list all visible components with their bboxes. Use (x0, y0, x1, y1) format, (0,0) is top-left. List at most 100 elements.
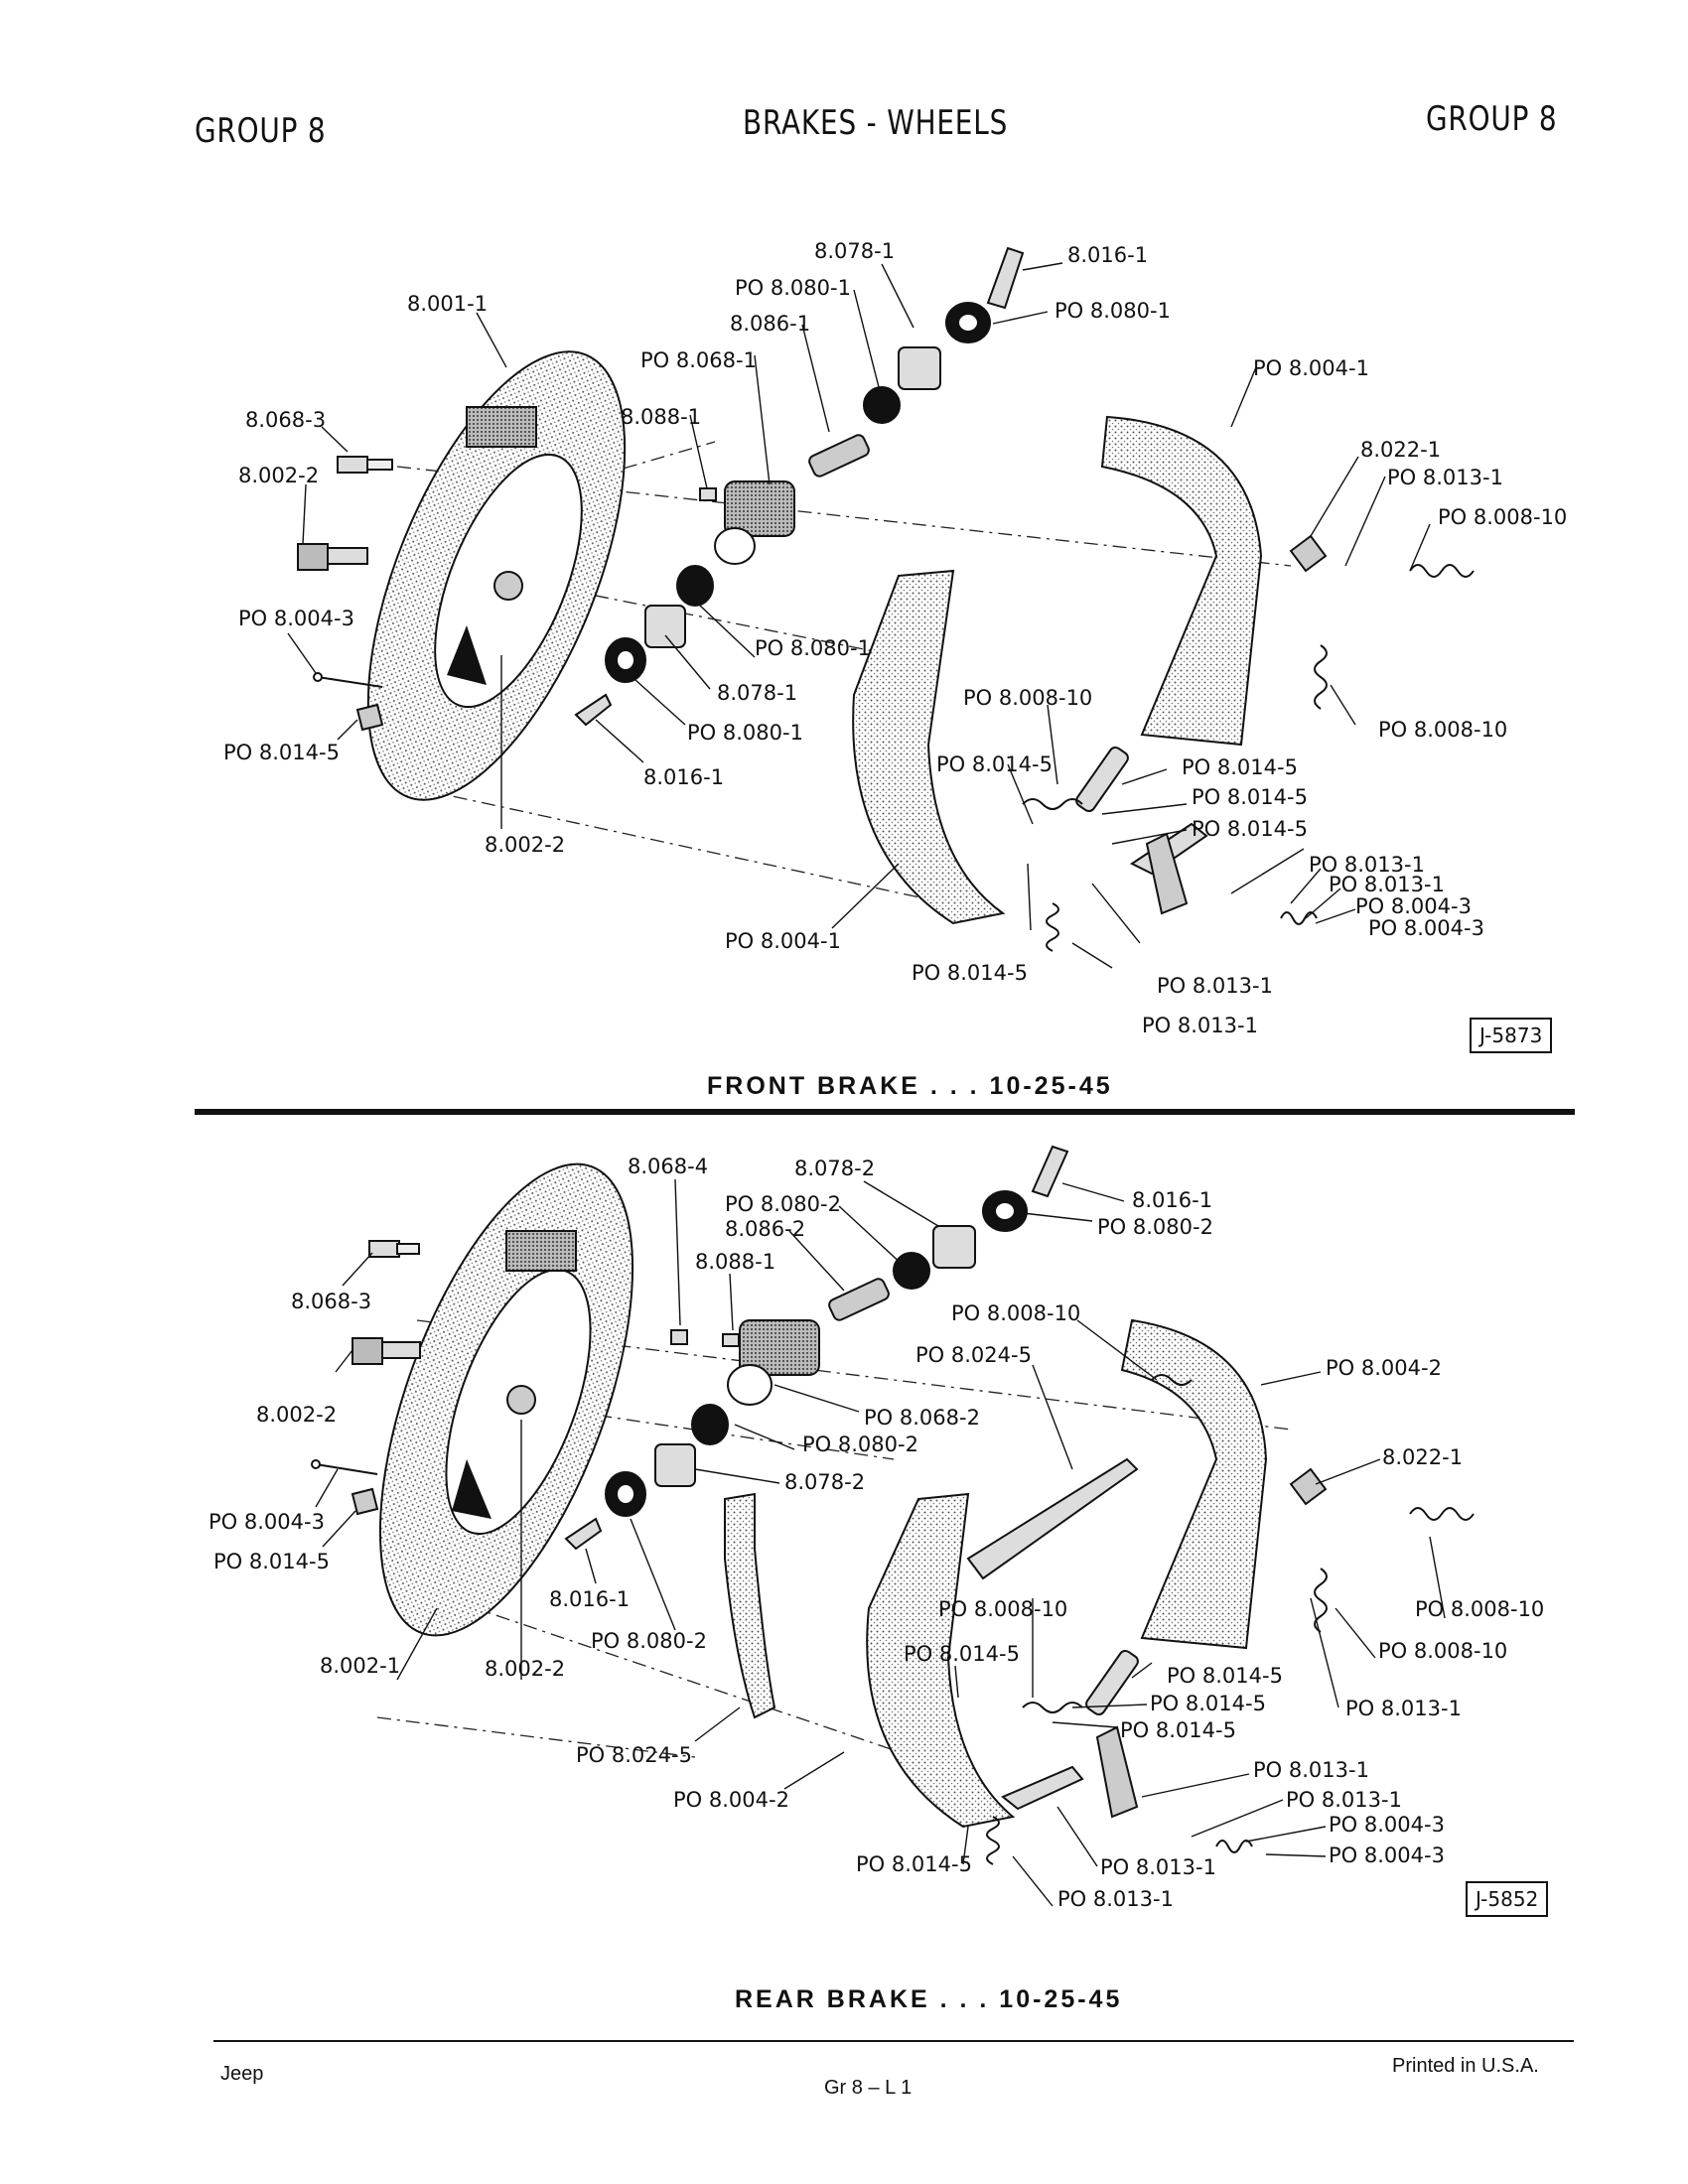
header-left: GROUP 8 (195, 111, 327, 151)
part-label: 8.068-3 (245, 408, 326, 432)
part-label: PO 8.004-1 (725, 929, 841, 953)
part-label: PO 8.080-1 (755, 636, 871, 660)
boot-8080-1b (945, 302, 991, 343)
guide-8022-1 (1289, 534, 1328, 573)
part-label: PO 8.013-1 (1142, 1014, 1258, 1037)
pin-8016-1b (564, 1517, 603, 1551)
part-label: 8.016-1 (1067, 243, 1148, 267)
part-label: PO 8.014-5 (1150, 1692, 1266, 1715)
backing-plate (378, 1162, 634, 1637)
part-label: PO 8.013-1 (1253, 1758, 1369, 1782)
part-label: PO 8.080-1 (1055, 299, 1171, 323)
part-label: PO 8.004-2 (673, 1788, 789, 1812)
part-label: PO 8.013-1 (1100, 1855, 1216, 1879)
parking-lever-left (724, 1492, 776, 1719)
spring-lower (1314, 644, 1328, 710)
adjuster-screw (1085, 1649, 1139, 1716)
screw-8086-2 (828, 1278, 890, 1321)
boot-8080-2a (893, 1252, 930, 1290)
part-label: PO 8.080-2 (1097, 1215, 1213, 1239)
part-label: PO 8.004-3 (1329, 1843, 1445, 1867)
piston-8078-1b (644, 605, 686, 648)
figure-number: J-5852 (1466, 1881, 1549, 1917)
part-label: PO 8.014-5 (1192, 785, 1308, 809)
part-label: 8.088-1 (695, 1250, 775, 1274)
part-label: PO 8.024-5 (915, 1343, 1032, 1367)
brake-shoe-lower (852, 569, 1006, 925)
part-label: PO 8.004-3 (1368, 916, 1484, 940)
boot-8080-2b (982, 1190, 1028, 1232)
parking-strut (966, 1457, 1139, 1580)
pin-8004-3 (313, 672, 383, 688)
bleeder-8088-1 (699, 487, 717, 501)
wheel-cylinder (727, 1319, 820, 1406)
bolt-8068-3 (368, 1240, 420, 1258)
boot-8080-2c (691, 1404, 729, 1445)
spring-upper (1409, 564, 1475, 578)
part-label: 8.002-2 (485, 833, 565, 857)
part-label: 8.016-1 (643, 765, 724, 789)
front-brake-diagram: 8.078-1 8.016-1 PO 8.080-1 PO 8.080-1 8.… (0, 228, 1688, 1092)
part-label: PO 8.004-3 (1329, 1813, 1445, 1837)
part-label: PO 8.080-2 (802, 1433, 918, 1456)
leader-lines (315, 1178, 1446, 1907)
spring-coil-b (1280, 911, 1318, 925)
clip-8014-5 (355, 703, 384, 732)
pin-8016-1a (1031, 1145, 1069, 1198)
part-label: PO 8.008-10 (1438, 505, 1567, 529)
boot-8080-1a (863, 386, 901, 424)
brake-shoe-upper (1120, 1318, 1268, 1650)
leader-lines (287, 262, 1431, 969)
part-label: PO 8.014-5 (936, 752, 1053, 776)
brake-shoe-upper (1100, 415, 1263, 747)
wheel-cylinder (714, 480, 795, 565)
part-labels: 8.068-4 8.078-2 8.016-1 PO 8.080-2 PO 8.… (209, 1155, 1544, 1911)
part-label: PO 8.008-10 (1415, 1597, 1544, 1621)
part-label: PO 8.013-1 (1157, 974, 1273, 998)
bolt-8002-2 (297, 543, 368, 571)
backing-plate (366, 350, 627, 801)
footer-divider (213, 2040, 1574, 2042)
part-label: PO 8.014-5 (912, 961, 1028, 985)
part-label: PO 8.014-5 (856, 1852, 972, 1876)
part-label: PO 8.014-5 (223, 741, 340, 764)
brake-shoe-lower (866, 1492, 1016, 1829)
part-label: 8.078-1 (717, 681, 797, 705)
footer-printed: Printed in U.S.A. (1392, 2055, 1539, 2077)
part-label: PO 8.008-10 (1378, 1639, 1507, 1663)
boot-8080-2d (605, 1471, 646, 1517)
rear-brake-caption: REAR BRAKE . . . 10-25-45 (735, 1985, 1123, 2013)
clip-8014-5 (351, 1487, 379, 1516)
bleeder-8088-1 (722, 1333, 740, 1347)
part-label: 8.086-1 (730, 312, 810, 336)
header-right: GROUP 8 (1426, 99, 1558, 139)
part-label: 8.002-2 (256, 1403, 337, 1427)
part-label: PO 8.013-1 (1345, 1697, 1462, 1720)
part-label: 8.001-1 (407, 292, 488, 316)
spring-top (1151, 1374, 1193, 1386)
adjuster-lever (1001, 1765, 1084, 1811)
part-labels: 8.078-1 8.016-1 PO 8.080-1 PO 8.080-1 8.… (223, 239, 1567, 1037)
part-label: 8.022-1 (1382, 1445, 1463, 1469)
part-label: PO 8.008-10 (1378, 718, 1507, 742)
figure-number: J-5873 (1470, 1018, 1553, 1053)
part-label: 8.078-2 (794, 1157, 875, 1180)
part-label: PO 8.013-1 (1309, 853, 1425, 877)
spring-small (1046, 902, 1059, 952)
part-label: 8.068-4 (628, 1155, 708, 1178)
pin-8016-1a (986, 246, 1025, 310)
rear-brake-diagram: 8.068-4 8.078-2 8.016-1 PO 8.080-2 PO 8.… (0, 1142, 1688, 1966)
spring-small (986, 1816, 1000, 1865)
part-label: PO 8.004-1 (1253, 356, 1369, 380)
boot-8080-1d (605, 637, 646, 683)
footer-brand: Jeep (220, 2063, 264, 2085)
part-label: PO 8.080-1 (735, 276, 851, 300)
part-label: 8.022-1 (1360, 438, 1441, 462)
part-label: PO 8.013-1 (1286, 1788, 1402, 1812)
adjuster-spring (1022, 798, 1083, 810)
part-label: 8.002-2 (238, 464, 319, 487)
part-label: 8.078-1 (814, 239, 895, 263)
part-label: 8.068-3 (291, 1290, 371, 1313)
part-label: PO 8.080-1 (687, 721, 803, 745)
cam-lever (1095, 1725, 1139, 1819)
